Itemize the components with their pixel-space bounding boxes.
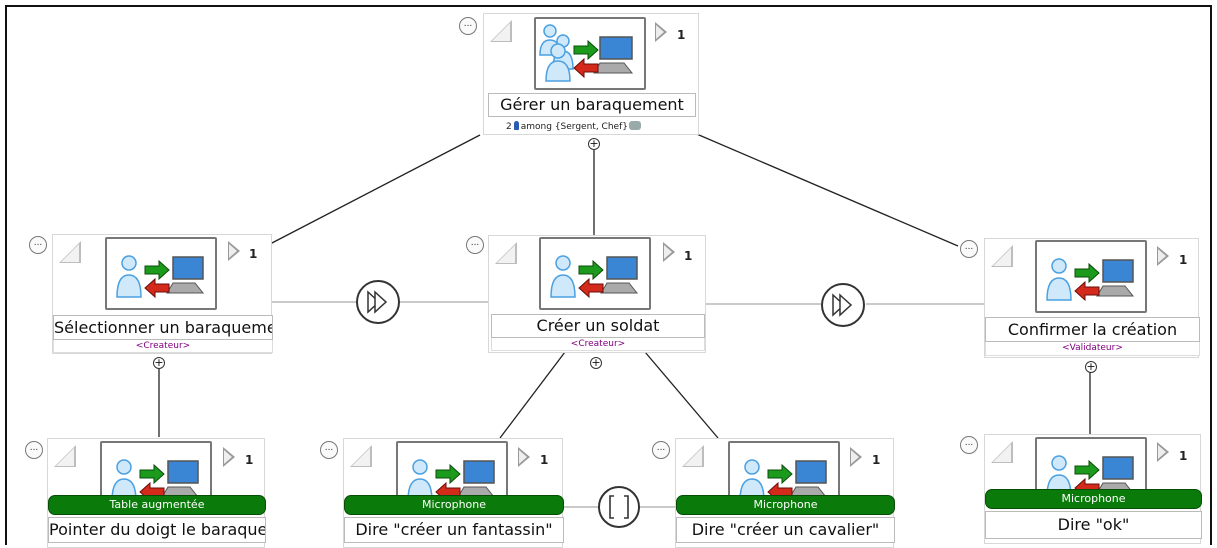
task-name[interactable]: Dire "créer un fantassin" [344, 517, 564, 543]
device-badge: Microphone [985, 489, 1202, 509]
expand-button[interactable]: + [590, 356, 602, 369]
page-fold-icon [495, 242, 517, 264]
user-interaction-icon [728, 441, 840, 501]
person-icon [513, 121, 519, 130]
play-icon[interactable] [228, 241, 240, 261]
play-icon[interactable] [223, 447, 235, 467]
task-node-root[interactable]: 1 Gérer un baraquement 2 among {Sergent, … [483, 13, 699, 135]
play-icon[interactable] [850, 447, 862, 467]
iteration-count: 1 [245, 453, 254, 467]
user-interaction-icon [396, 441, 508, 501]
expand-button[interactable]: + [153, 356, 165, 369]
iteration-count: 1 [249, 247, 258, 261]
task-name[interactable]: Confirmer la création [985, 317, 1200, 342]
sequence-operator-icon[interactable] [356, 280, 400, 324]
iteration-count: 1 [540, 453, 549, 467]
link-l1b-l2c [644, 351, 719, 439]
play-icon[interactable] [655, 22, 667, 42]
role-label: <Createur> [491, 338, 705, 351]
user-interaction-icon [539, 237, 651, 310]
device-badge: Table augmentée [48, 495, 266, 515]
expand-button[interactable]: + [588, 137, 600, 150]
device-badge: Microphone [344, 495, 564, 515]
play-icon[interactable] [1157, 442, 1169, 462]
among-role-list: {Sergent, Chef} [554, 122, 628, 132]
page-fold-icon [54, 445, 76, 467]
task-node-say-infantry[interactable]: 1 Microphone Dire "créer un fantassin" [343, 438, 564, 548]
task-node-create-soldier[interactable]: 1 Créer un soldat <Createur> [488, 235, 706, 353]
page-fold-icon [59, 241, 81, 263]
iteration-count: 1 [1179, 253, 1188, 267]
play-icon[interactable] [518, 447, 530, 467]
among-word: among [520, 122, 552, 132]
options-button[interactable]: ... [466, 236, 484, 254]
mask-icon [628, 121, 641, 130]
device-badge: Microphone [676, 495, 895, 515]
user-interaction-icon [100, 441, 212, 501]
task-node-point-barracks[interactable]: 1 Table augmentée Pointer du doigt le ba… [47, 438, 266, 548]
sequence-operator-icon[interactable] [821, 283, 865, 327]
options-button[interactable]: ... [29, 236, 47, 254]
play-icon[interactable] [663, 242, 675, 262]
link-root-l1c [684, 128, 959, 247]
task-name[interactable]: Pointer du doigt le baraquement [48, 517, 266, 543]
play-icon[interactable] [1157, 246, 1169, 266]
task-name[interactable]: Créer un soldat [491, 314, 705, 338]
task-name[interactable]: Gérer un baraquement [488, 93, 696, 117]
user-interaction-icon [1035, 437, 1147, 492]
options-button[interactable]: ... [459, 17, 477, 35]
link-root-l1a [269, 134, 481, 245]
page-fold-icon [991, 441, 1013, 463]
user-interaction-icon [105, 237, 217, 310]
task-name[interactable]: Dire "ok" [985, 511, 1202, 539]
page-fold-icon [490, 20, 512, 42]
choice-operator-icon[interactable] [598, 486, 640, 528]
options-button[interactable]: ... [25, 441, 43, 459]
task-node-say-cavalry[interactable]: 1 Microphone Dire "créer un cavalier" [675, 438, 895, 548]
page-fold-icon [682, 445, 704, 467]
task-node-say-ok[interactable]: 1 Microphone Dire "ok" [984, 434, 1202, 544]
among-roles: 2 among {Sergent, Chef} [506, 121, 641, 132]
page-fold-icon [991, 245, 1013, 267]
task-node-select-barracks[interactable]: 1 Sélectionner un baraquement <Createur> [52, 234, 273, 354]
options-button[interactable]: ... [960, 240, 978, 258]
iteration-count: 1 [677, 28, 686, 42]
options-button[interactable]: ... [320, 441, 338, 459]
task-name[interactable]: Sélectionner un baraquement [53, 315, 273, 340]
expand-button[interactable]: + [1085, 360, 1097, 373]
multi-user-interaction-icon [534, 17, 646, 90]
options-button[interactable]: ... [960, 436, 978, 454]
iteration-count: 1 [872, 453, 881, 467]
task-node-confirm-creation[interactable]: 1 Confirmer la création <Validateur> [984, 238, 1200, 358]
link-l1b-l2b [499, 351, 566, 439]
role-label: <Createur> [53, 340, 273, 353]
user-interaction-icon [1035, 240, 1147, 313]
among-count: 2 [506, 122, 512, 132]
options-button[interactable]: ... [652, 441, 670, 459]
iteration-count: 1 [1179, 449, 1188, 463]
task-name[interactable]: Dire "créer un cavalier" [676, 517, 895, 543]
page-fold-icon [350, 445, 372, 467]
role-label: <Validateur> [985, 342, 1200, 356]
iteration-count: 1 [684, 249, 693, 263]
